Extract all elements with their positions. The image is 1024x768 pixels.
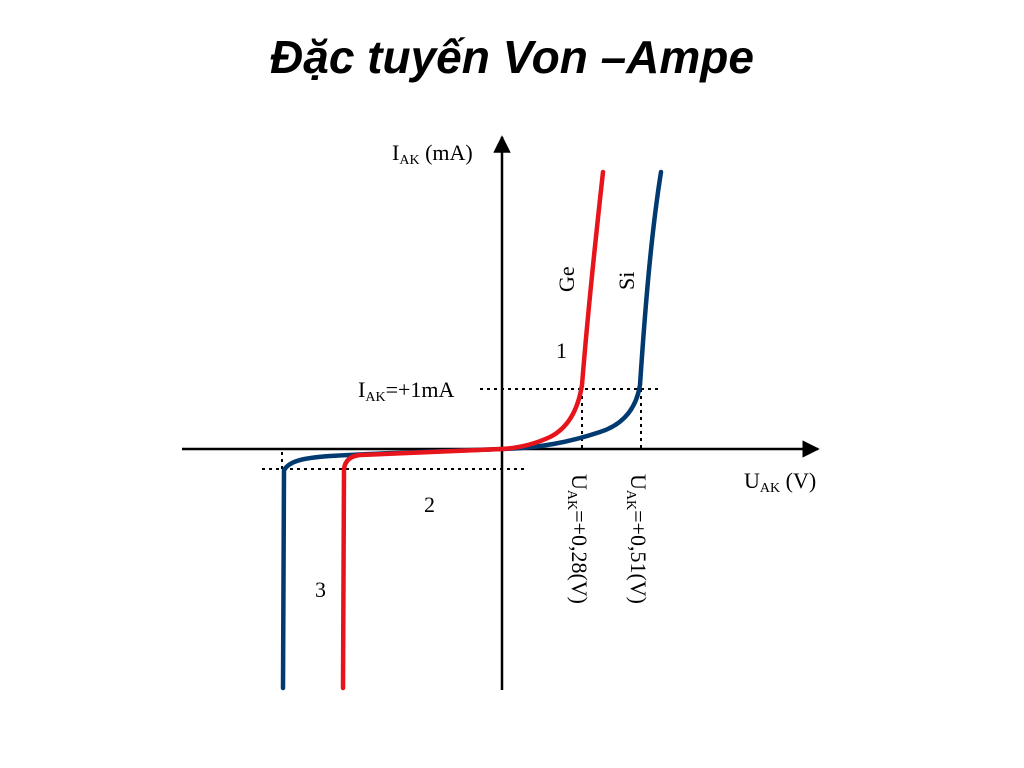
current-annotation: IAK=+1mA [358,377,454,405]
y-axis-label: IAK (mA) [392,140,473,168]
slide-title: Đặc tuyến Von –Ampe [270,31,754,83]
region-2-label: 2 [424,492,435,517]
x-axis-label: UAK (V) [744,468,816,496]
region-1-label: 1 [556,338,567,363]
ge-voltage-annotation: UAK=+0,28(V) [564,474,592,604]
ge-curve [340,169,606,691]
region-3-label: 3 [315,577,326,602]
ge-curve-label: Ge [554,266,579,292]
si-curve [280,169,664,691]
si-curve-label: Si [614,272,639,290]
si-voltage-annotation: UAK=+0,51(V) [623,474,651,604]
